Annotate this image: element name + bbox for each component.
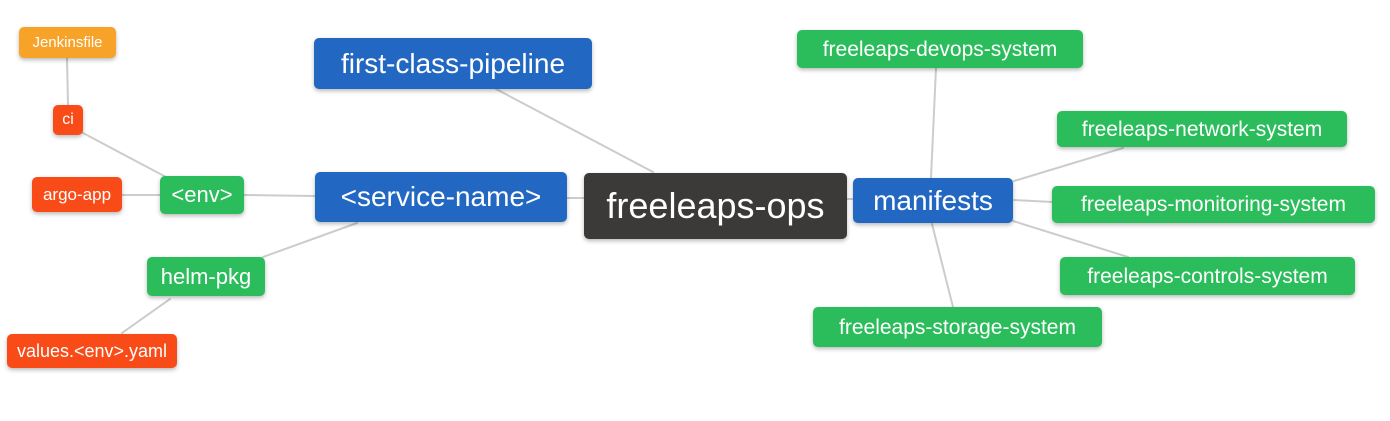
edge-helm-pkg-service-name xyxy=(262,222,358,258)
edge-manifests-controls xyxy=(1012,220,1129,258)
edge-helm-pkg-values xyxy=(121,298,171,334)
node-manifests[interactable]: manifests xyxy=(853,178,1013,223)
node-service-name[interactable]: <service-name> xyxy=(315,172,567,222)
node-freeleaps-storage-system[interactable]: freeleaps-storage-system xyxy=(813,307,1102,347)
node-first-class-pipeline[interactable]: first-class-pipeline xyxy=(314,38,592,89)
edge-env-service-name xyxy=(243,194,316,197)
node-freeleaps-network-system[interactable]: freeleaps-network-system xyxy=(1057,111,1347,147)
node-ci[interactable]: ci xyxy=(53,105,83,135)
node-jenkinsfile[interactable]: Jenkinsfile xyxy=(19,27,116,58)
edge-manifests-storage xyxy=(931,223,954,308)
edge-ci-env xyxy=(82,132,167,178)
node-freeleaps-monitoring-system[interactable]: freeleaps-monitoring-system xyxy=(1052,186,1375,223)
edge-jenkinsfile-ci xyxy=(66,57,69,106)
node-helm-pkg[interactable]: helm-pkg xyxy=(147,257,265,296)
node-freeleaps-controls-system[interactable]: freeleaps-controls-system xyxy=(1060,257,1355,295)
edge-pipeline-freeleaps-ops xyxy=(495,88,654,173)
node-argo-app[interactable]: argo-app xyxy=(32,177,122,212)
node-freeleaps-devops-system[interactable]: freeleaps-devops-system xyxy=(797,30,1083,68)
node-values-env-yaml[interactable]: values.<env>.yaml xyxy=(7,334,177,368)
edge-manifests-network xyxy=(1013,147,1124,182)
edge-manifests-monitoring xyxy=(1013,199,1053,203)
edge-manifests-devops xyxy=(930,67,937,179)
node-freeleaps-ops[interactable]: freeleaps-ops xyxy=(584,173,847,239)
node-env[interactable]: <env> xyxy=(160,176,244,214)
